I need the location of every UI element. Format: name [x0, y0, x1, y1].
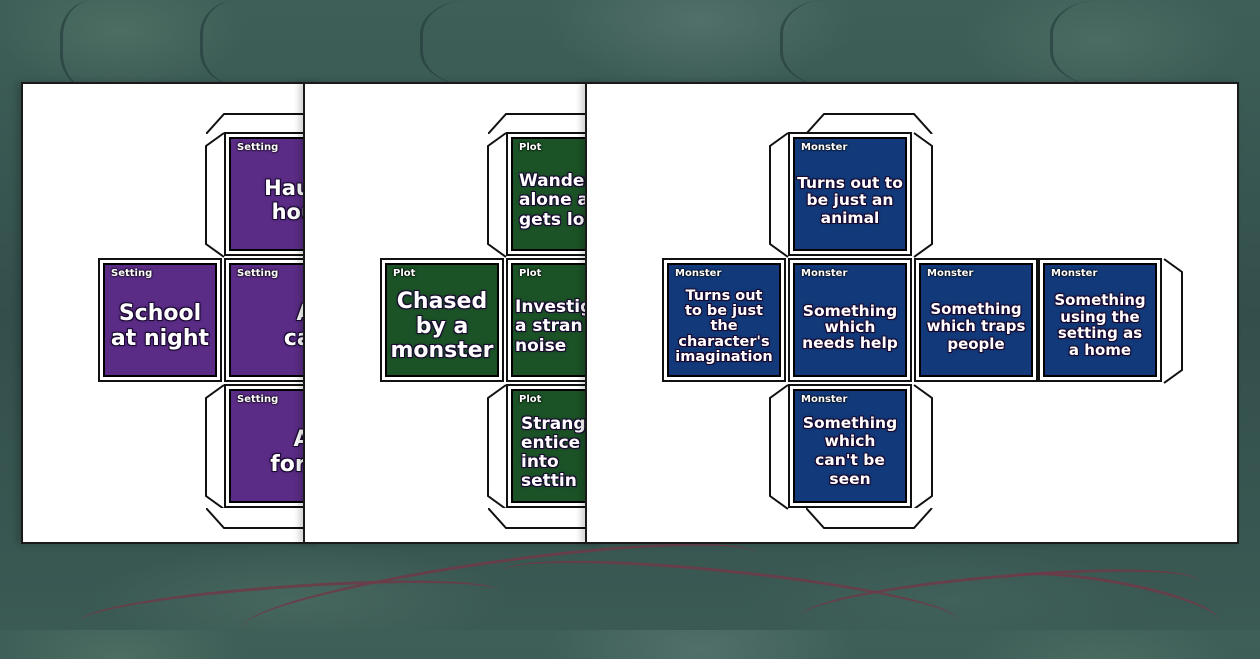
face-category-label: Setting: [237, 142, 279, 153]
cube-face-left: Plot Chased by a monster: [380, 258, 504, 382]
cube-face-left: Setting School at night: [98, 258, 222, 382]
face-text: Turns out to be just an animal: [797, 173, 903, 227]
glue-tab: [486, 132, 508, 258]
face-text: Investig a stran noise: [515, 297, 593, 356]
face-text: Something which can't be seen: [802, 413, 898, 488]
cube-face-bottom: Monster Something which can't be seen: [788, 384, 912, 508]
face-category-label: Setting: [237, 268, 279, 279]
glue-tab: [204, 384, 226, 510]
face-text: Wanders alone a gets lo: [519, 171, 603, 230]
face-category-label: Monster: [801, 142, 848, 153]
face-category-label: Monster: [675, 268, 722, 279]
face-text: School at night: [110, 301, 210, 351]
glue-tab: [1162, 258, 1184, 384]
face-category-label: Monster: [801, 394, 848, 405]
face-category-label: Monster: [1051, 268, 1098, 279]
face-text: Strang entice into settin: [521, 413, 586, 492]
face-text: Turns out to be just the character's ima…: [675, 287, 773, 365]
glue-tab: [768, 384, 790, 510]
face-category-label: Monster: [801, 268, 848, 279]
face-category-label: Plot: [393, 268, 416, 279]
face-category-label: Monster: [927, 268, 974, 279]
monster-cube-sheet: Monster Turns out to be just an animal M…: [585, 82, 1239, 544]
face-text: Something using the setting as a home: [1054, 291, 1146, 359]
glue-tab: [912, 384, 934, 510]
cube-face-right: Monster Something which traps people: [914, 258, 1038, 382]
face-text: Something which traps people: [926, 300, 1026, 353]
cube-face-left: Monster Turns out to be just the charact…: [662, 258, 786, 382]
cube-face-top: Monster Turns out to be just an animal: [788, 132, 912, 256]
face-text: Something which needs help: [802, 301, 898, 353]
plot-cube-sheet: Plot Wanders alone a gets lo Plot Chased…: [303, 82, 603, 544]
face-category-label: Plot: [519, 142, 542, 153]
cube-face-center: Monster Something which needs help: [788, 258, 912, 382]
cube-face-far-right: Monster Something using the setting as a…: [1038, 258, 1162, 382]
glue-tab: [204, 132, 226, 258]
glue-tab: [806, 508, 934, 530]
glue-tab: [486, 384, 508, 510]
face-category-label: Setting: [111, 268, 153, 279]
face-category-label: Plot: [519, 394, 542, 405]
glue-tab: [806, 112, 934, 134]
face-category-label: Plot: [519, 268, 542, 279]
glue-tab: [912, 132, 934, 258]
face-text: Chased by a monster: [390, 289, 494, 364]
glue-tab: [768, 132, 790, 258]
face-category-label: Setting: [237, 394, 279, 405]
setting-cube-sheet: Setting Haunt hous Setting School at nig…: [21, 82, 321, 544]
